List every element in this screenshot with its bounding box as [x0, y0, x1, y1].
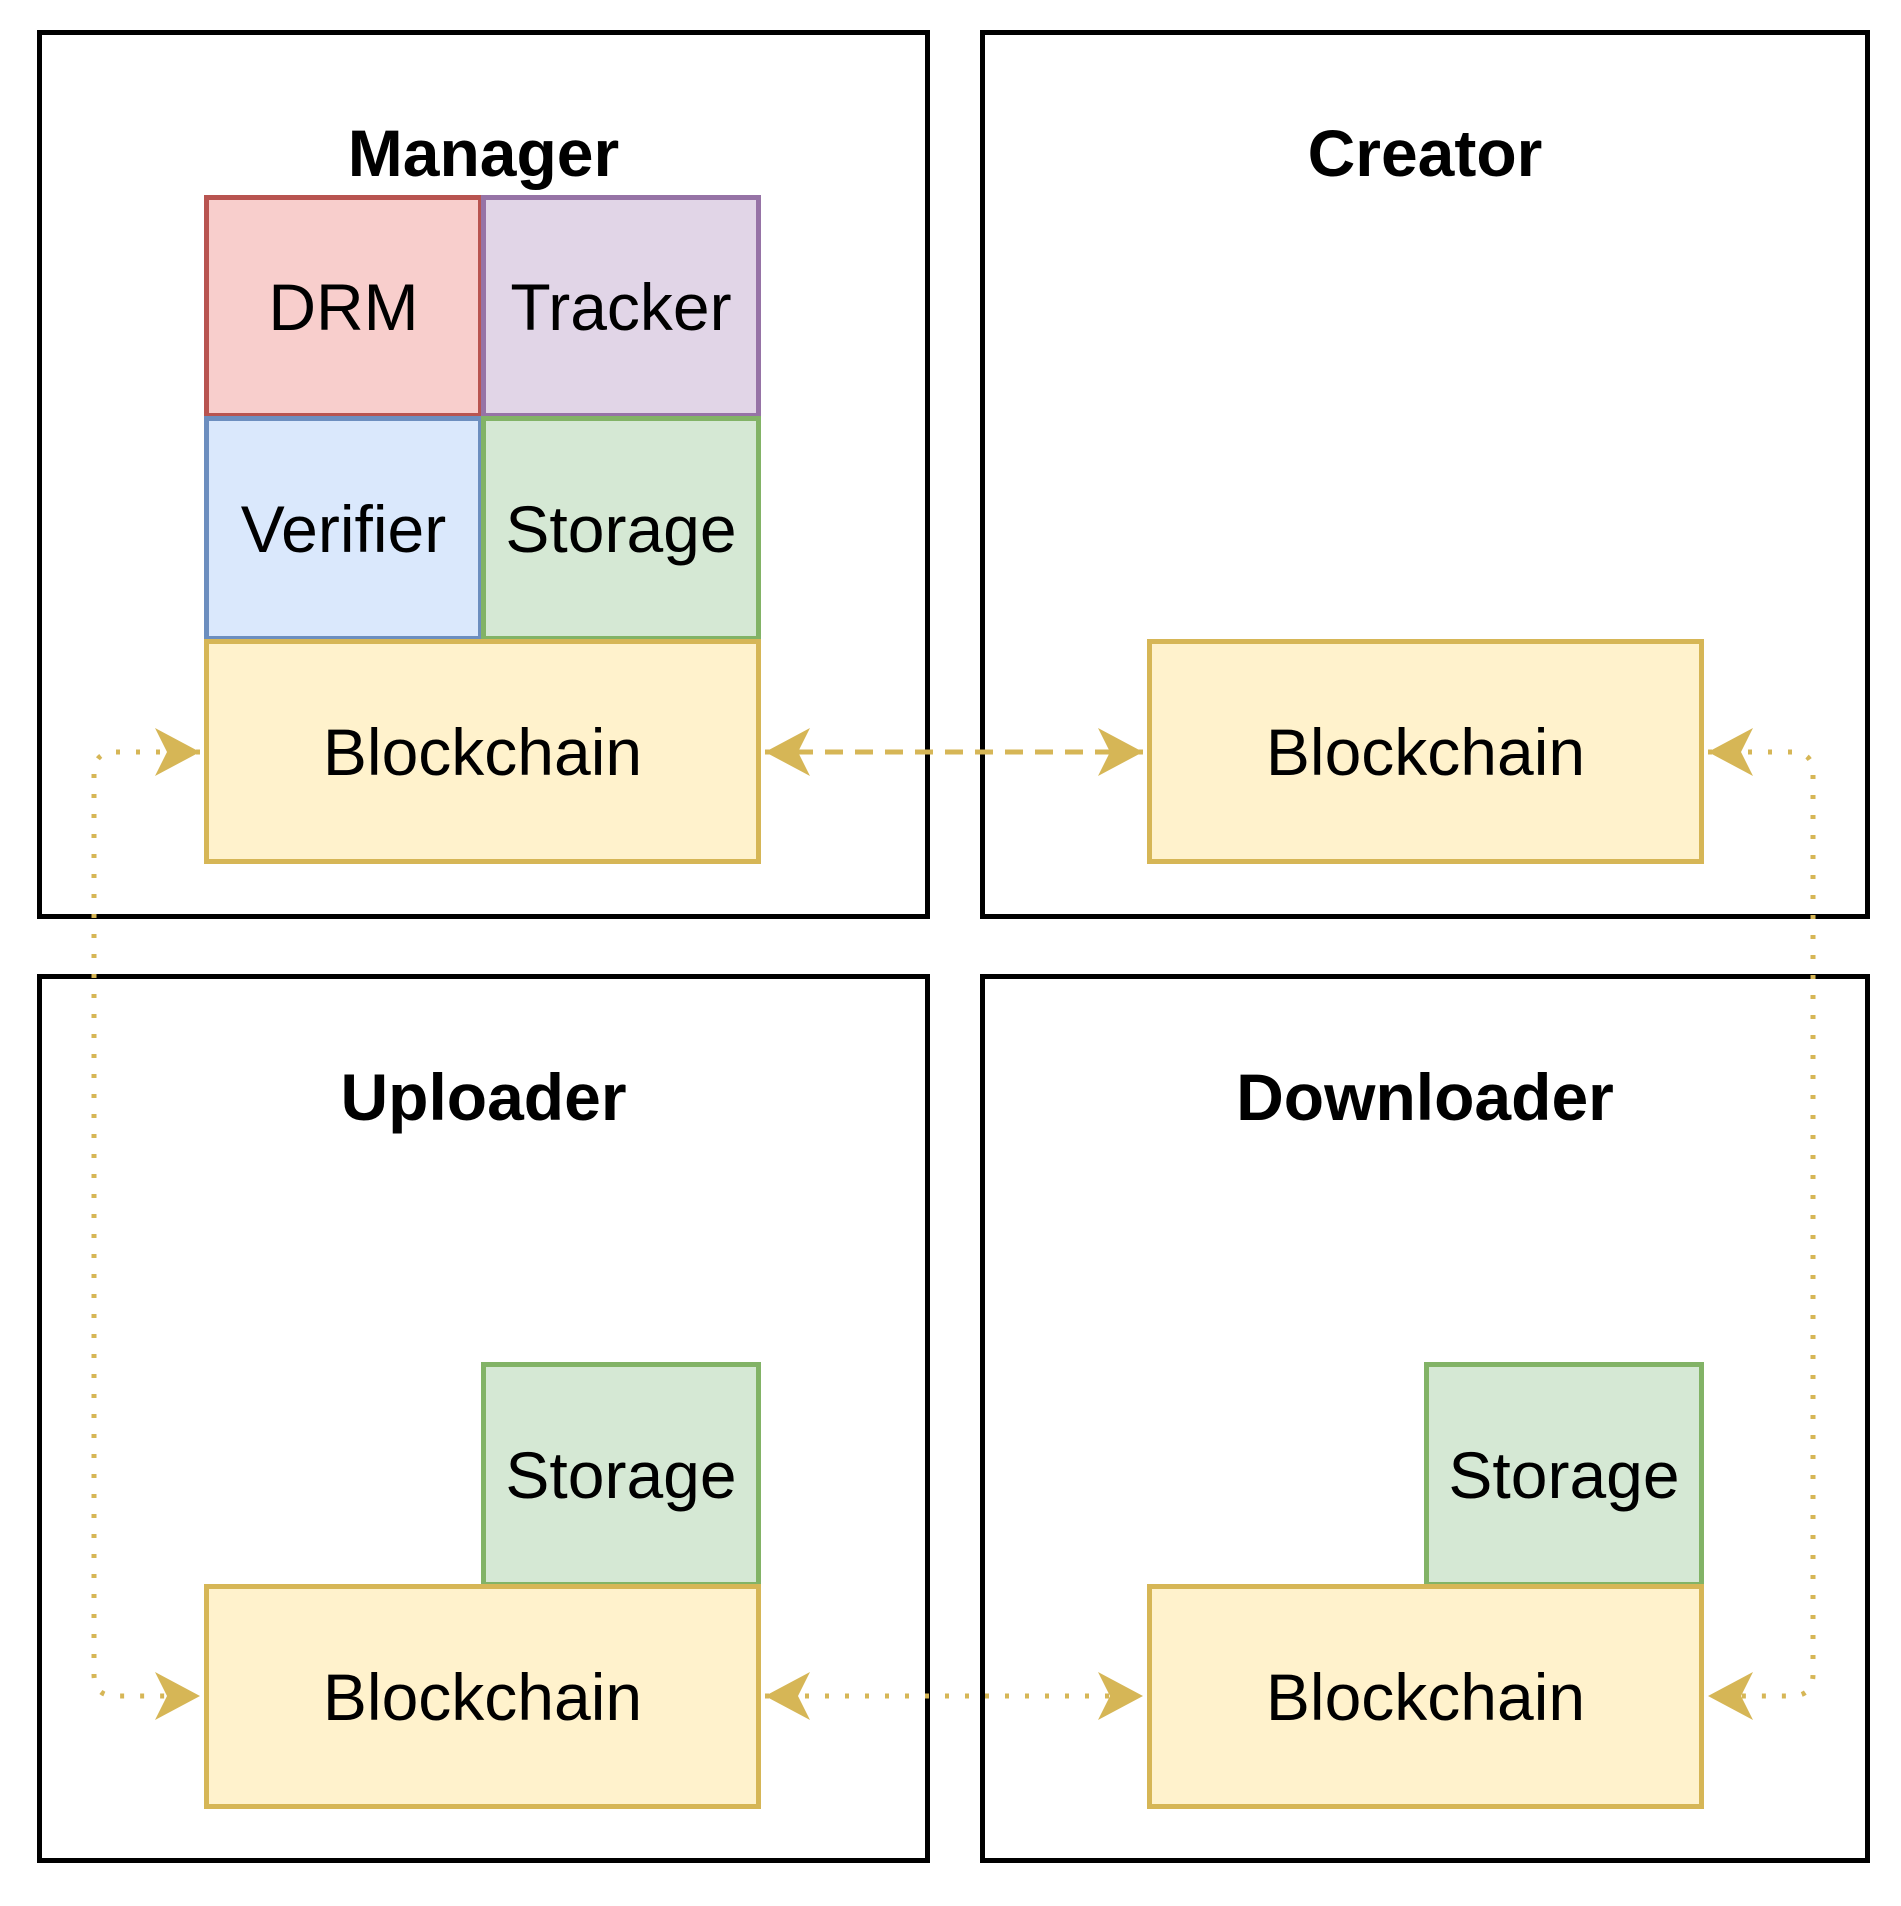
manager-uploader-link: [91, 749, 200, 1699]
uploader-blockchain-label: Blockchain: [322, 1659, 643, 1734]
uploader-storage-box: Storage: [481, 1362, 761, 1587]
manager-storage-box: Storage: [481, 416, 761, 641]
arrowhead-uploader-left: [155, 1672, 200, 1720]
manager-title: Manager: [347, 116, 620, 190]
creator-blockchain-box: Blockchain: [1147, 639, 1704, 864]
uploader-title: Uploader: [340, 1060, 627, 1134]
arrowhead-creator-right: [1708, 728, 1753, 776]
downloader-blockchain-box: Blockchain: [1147, 1584, 1704, 1809]
uploader-storage-label: Storage: [505, 1437, 737, 1512]
arrowhead-creator-left: [1098, 728, 1143, 776]
verifier-label: Verifier: [240, 491, 447, 566]
creator-title: Creator: [1307, 116, 1543, 190]
arrowhead-downloader-right: [1708, 1672, 1753, 1720]
tracker-label: Tracker: [510, 269, 732, 344]
arrowhead-uploader-right: [765, 1672, 810, 1720]
uploader-blockchain-box: Blockchain: [204, 1584, 761, 1809]
arrowhead-manager-left: [155, 728, 200, 776]
manager-drm-box: DRM: [204, 195, 483, 418]
manager-blockchain-box: Blockchain: [204, 639, 761, 864]
arrowhead-downloader-left: [1098, 1672, 1143, 1720]
downloader-title: Downloader: [1236, 1060, 1614, 1134]
creator-blockchain-label: Blockchain: [1265, 714, 1586, 789]
creator-downloader-link: [1708, 749, 1816, 1699]
downloader-blockchain-label: Blockchain: [1265, 1659, 1586, 1734]
arrowhead-manager-right: [765, 728, 810, 776]
manager-verifier-box: Verifier: [204, 416, 483, 641]
drm-label: DRM: [268, 269, 419, 344]
manager-tracker-box: Tracker: [481, 195, 761, 418]
manager-storage-label: Storage: [505, 491, 737, 566]
manager-blockchain-label: Blockchain: [322, 714, 643, 789]
downloader-storage-label: Storage: [1448, 1437, 1680, 1512]
